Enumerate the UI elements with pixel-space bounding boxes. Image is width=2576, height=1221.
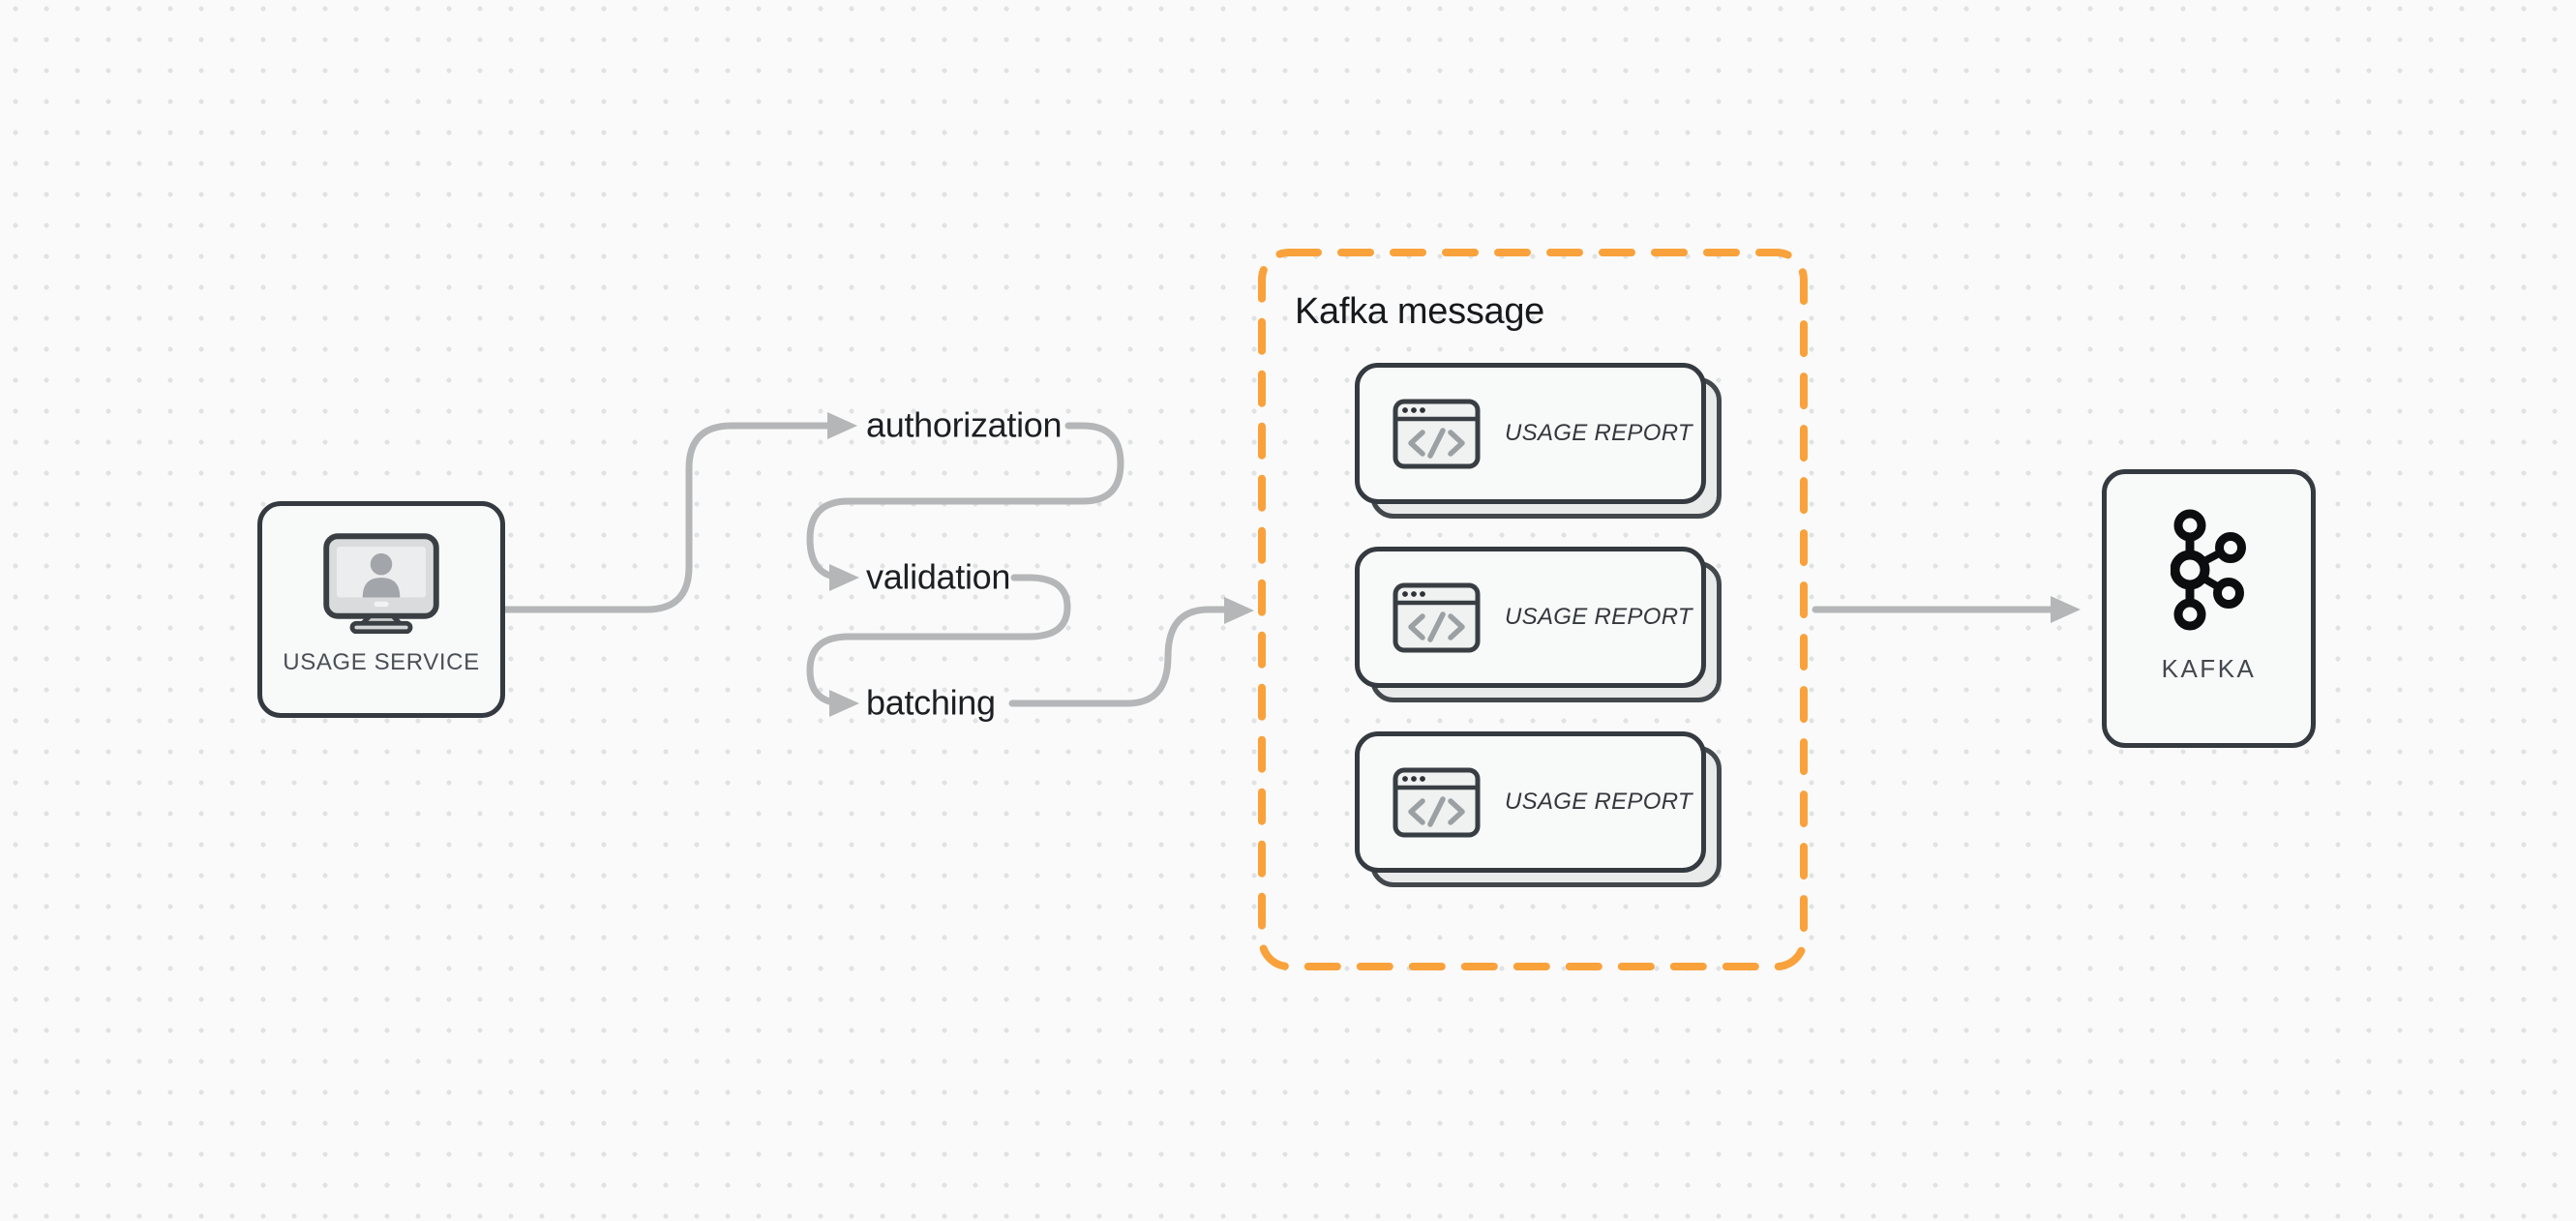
arrowhead-into-kafka	[2051, 596, 2081, 623]
arrowhead-validation	[829, 564, 859, 591]
usage-report-label: USAGE REPORT	[1505, 789, 1692, 815]
kafka-message-group-title: Kafka message	[1295, 291, 1545, 332]
step-label-authorization: authorization	[866, 404, 1063, 445]
usage-report-card-body: USAGE REPORT	[1355, 731, 1706, 873]
usage-service-label: USAGE SERVICE	[283, 649, 480, 675]
kafka-node: KAFKA	[2102, 469, 2316, 748]
monitor-user-icon	[323, 533, 439, 634]
arrow-validation-to-batching	[806, 574, 1071, 707]
kafka-icon	[2170, 509, 2246, 631]
browser-code-icon	[1393, 582, 1481, 652]
usage-report-card-body: USAGE REPORT	[1355, 363, 1706, 504]
usage-report-label: USAGE REPORT	[1505, 604, 1692, 630]
browser-code-icon	[1393, 767, 1481, 837]
step-label-batching: batching	[866, 682, 996, 723]
usage-report-card: USAGE REPORT	[1355, 363, 1722, 519]
usage-report-card: USAGE REPORT	[1355, 547, 1722, 702]
kafka-message-group-border	[1258, 249, 1808, 970]
arrow-batching-to-kafka-message	[1008, 606, 1229, 707]
usage-report-card: USAGE REPORT	[1355, 731, 1722, 887]
usage-report-label: USAGE REPORT	[1505, 420, 1692, 446]
kafka-label: KAFKA	[2161, 654, 2257, 683]
browser-code-icon	[1393, 399, 1481, 468]
arrowhead-authorization	[827, 412, 857, 439]
arrow-usage-to-authorization	[501, 422, 832, 613]
step-label-validation: validation	[866, 556, 1011, 597]
arrowhead-into-kafka-message	[1224, 597, 1254, 624]
arrowhead-batching	[829, 690, 859, 717]
arrow-authorization-to-validation	[806, 422, 1124, 581]
usage-report-card-body: USAGE REPORT	[1355, 547, 1706, 688]
usage-service-node: USAGE SERVICE	[257, 501, 505, 718]
